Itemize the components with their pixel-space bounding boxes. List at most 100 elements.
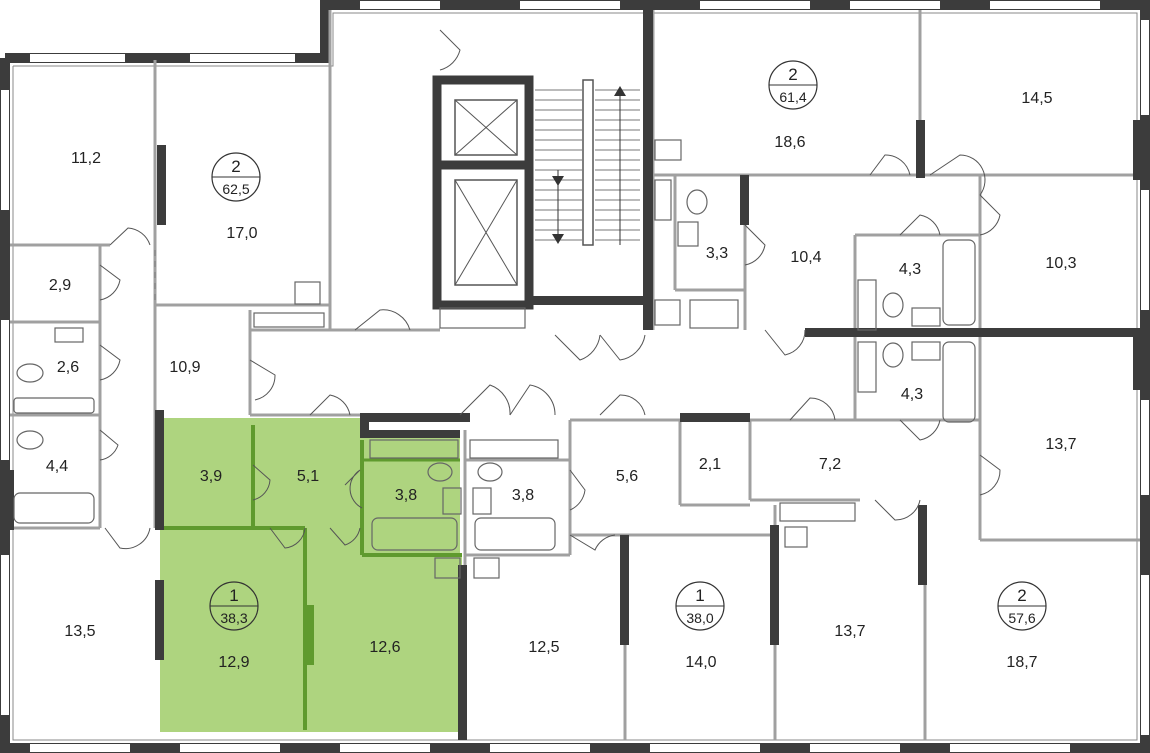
window [850,1,940,9]
wall-column [360,430,460,438]
door-swing [459,384,511,416]
stair-arrow-head [552,176,564,186]
window [1,555,9,715]
window [30,54,125,62]
door-swing [554,334,601,361]
window [1,90,9,210]
door-swing [329,527,361,546]
bathtub [371,517,458,551]
sink [784,526,808,548]
structural-walls [0,10,1142,740]
apartment-badge[interactable]: 1 38,0 [675,581,725,631]
door-swing [599,334,646,361]
apartment-area: 62,5 [222,181,249,197]
apartment-badge[interactable]: 2 61,4 [768,60,818,110]
door-swing [99,344,121,381]
door-swing [929,154,986,196]
room-area-label: 10,3 [1045,255,1076,272]
room-area-label: 13,5 [64,623,95,640]
apartment-badge[interactable]: 1 38,3 [209,581,259,631]
apartment-area: 38,3 [220,610,247,626]
wall-column [740,175,749,225]
sink [434,557,461,579]
wall-column [360,413,470,422]
wall-column [918,505,927,585]
toilet [882,292,904,318]
stair-core [432,75,649,310]
bathtub [942,239,976,326]
sink [473,557,500,579]
door-swing [354,309,411,331]
window [490,744,590,752]
wall-column [0,250,9,310]
door-swing [874,499,921,521]
door-swing [249,359,276,401]
wall-column [680,413,750,422]
window [190,54,295,62]
wall-column [5,470,14,530]
room-area-label: 3,3 [706,245,728,262]
apartment-badge[interactable]: 2 62,5 [211,152,261,202]
doors [99,29,1001,551]
wall-column [157,145,166,225]
apartment-badge[interactable]: 2 57,6 [997,581,1047,631]
apartment-rooms: 1 [695,586,704,605]
wall-column [360,413,369,438]
door-swing [899,419,941,441]
room-area-label: 17,0 [226,225,257,242]
toilet [477,462,503,482]
apartment-rooms: 2 [231,157,240,176]
room-area-label: 3,9 [200,468,222,485]
stair-wall [529,296,649,305]
bathtub [474,517,556,551]
toilet [686,189,708,215]
door-swing [979,194,1001,236]
door-swing [764,329,806,356]
wall-column [620,535,629,645]
sink [911,341,941,361]
bathtub [13,492,95,524]
fixtures [13,139,976,579]
elevator-cross [454,99,518,156]
stair-steps [535,89,640,241]
room-area-label: 3,8 [395,487,417,504]
door-swing [869,154,911,176]
window [360,1,440,9]
room-area-label: 3,8 [512,487,534,504]
toilet [427,462,453,482]
elevator [454,99,518,156]
door-swing [99,429,119,461]
wall-column [1133,120,1142,180]
door-swing [599,394,646,416]
room-area-label: 4,3 [901,386,923,403]
wall-column [770,525,779,645]
cabinet [469,439,559,459]
cabinet [654,179,672,221]
window [340,744,430,752]
cabinet [689,299,739,329]
apartment-rooms: 1 [229,586,238,605]
wall-inner-line [12,12,1138,741]
door-swing [252,464,271,501]
wall-column [916,120,925,178]
wall-column [155,580,164,660]
room-area-label: 18,6 [774,134,805,151]
door-swing [744,224,766,266]
highlight-wall [305,605,314,665]
stair-rail [582,79,594,246]
cabinet [439,307,526,329]
window [1141,400,1149,495]
stair-arrow-head [552,234,564,244]
apartment-rooms: 2 [1017,586,1026,605]
door-swing [309,394,351,416]
core-wall [432,75,534,310]
door-swing [509,384,556,416]
highlighted-apartment[interactable] [160,418,462,732]
window [810,744,900,752]
room-area-label: 14,0 [685,654,716,671]
stair-arrow-head [614,86,626,96]
